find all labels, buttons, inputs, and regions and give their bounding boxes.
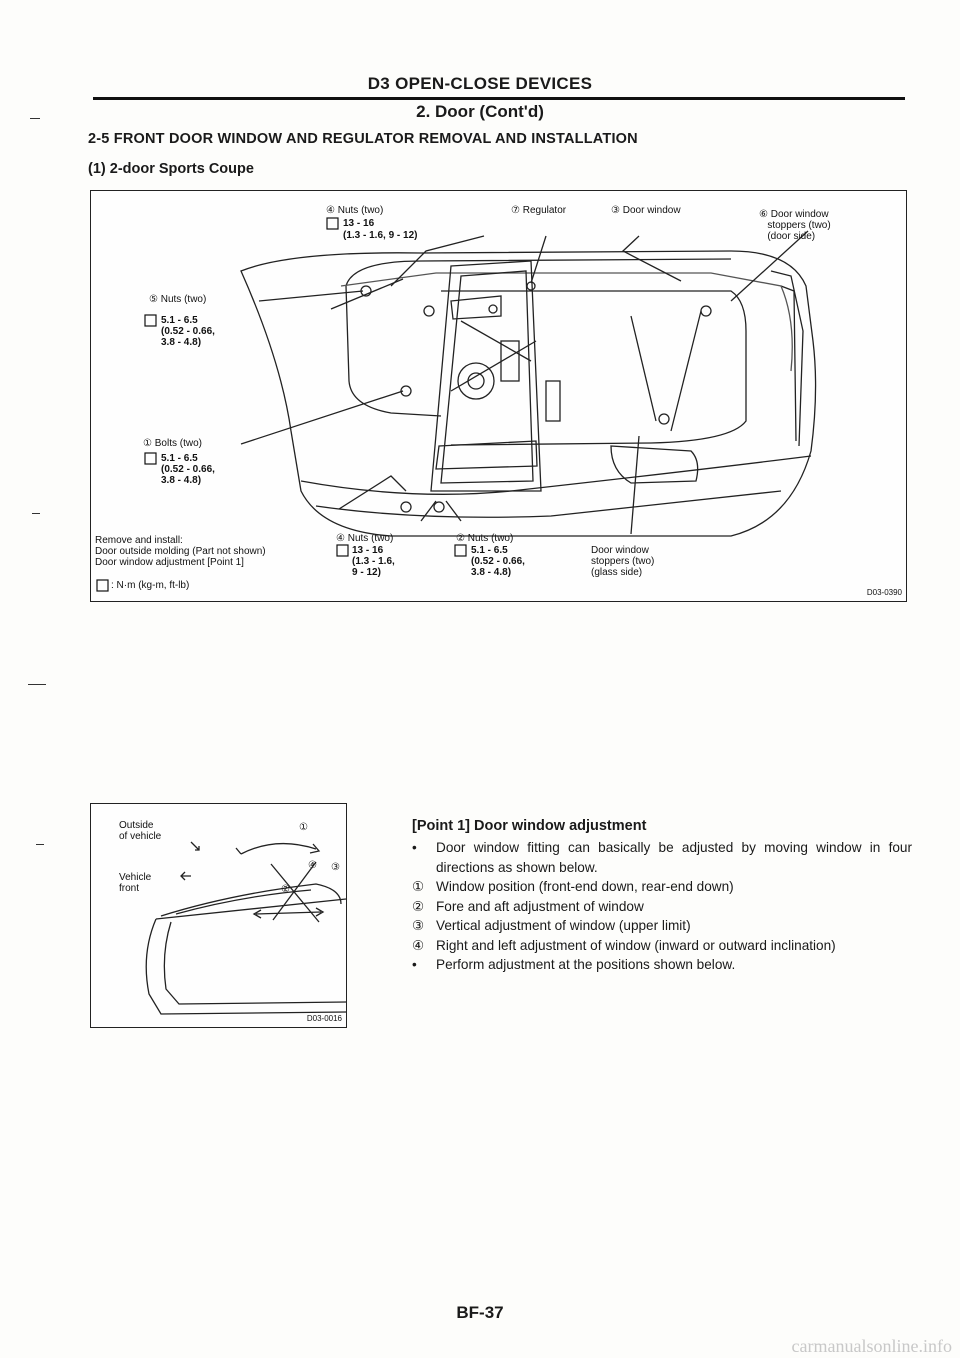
footer-watermark: carmanualsonline.info xyxy=(791,1336,952,1356)
direction-1-marker: ① xyxy=(299,822,308,833)
torque-2-label: 5.1 - 6.5 (0.52 - 0.66, 3.8 - 4.8) xyxy=(471,545,525,578)
direction-2-marker: ② xyxy=(281,884,290,895)
door-removal-figure: ④ Nuts (two) 13 - 16 (1.3 - 1.6, 9 - 12)… xyxy=(90,190,907,602)
procedure-heading: 2-5 FRONT DOOR WINDOW AND REGULATOR REMO… xyxy=(88,131,638,147)
door-diagram-drawing xyxy=(96,217,817,592)
torque-5-label: 5.1 - 6.5 (0.52 - 0.66, 3.8 - 4.8) xyxy=(161,315,215,348)
torque-4-top-alt-label: (1.3 - 1.6, 9 - 12) xyxy=(343,230,418,241)
torque-4-bottom-label: 13 - 16 (1.3 - 1.6, 9 - 12) xyxy=(352,545,395,578)
door-window-stoppers-door-side-label: ⑥ Door window stoppers (two) (door side) xyxy=(759,209,831,242)
outside-of-vehicle-label: Outside of vehicle xyxy=(119,820,162,842)
list-marker: • xyxy=(412,957,417,972)
model-subheading: (1) 2-door Sports Coupe xyxy=(88,161,254,177)
point-1-list: • Door window fitting can basically be a… xyxy=(412,838,912,975)
list-item-text: Vertical adjustment of window (upper lim… xyxy=(436,918,691,933)
regulator-label: ⑦ Regulator xyxy=(511,205,567,216)
torque-1-label: 5.1 - 6.5 (0.52 - 0.66, 3.8 - 4.8) xyxy=(161,453,215,486)
figure-code: D03-0390 xyxy=(866,588,902,597)
list-item-text: Perform adjustment at the positions show… xyxy=(436,957,736,972)
list-item: ④ Right and left adjustment of window (i… xyxy=(412,936,912,956)
list-item-text: Window position (front-end down, rear-en… xyxy=(436,879,734,894)
door-window-label: ③ Door window xyxy=(611,205,681,216)
list-marker: ④ xyxy=(412,937,425,953)
list-item: • Perform adjustment at the positions sh… xyxy=(412,955,912,975)
direction-4-marker: ④ xyxy=(308,860,317,871)
list-item: ① Window position (front-end down, rear-… xyxy=(412,877,912,897)
torque-unit-legend: : N·m (kg-m, ft-lb) xyxy=(111,580,190,591)
section-title: D3 OPEN-CLOSE DEVICES xyxy=(367,74,593,93)
list-marker: ② xyxy=(412,898,425,914)
figure-code: D03-0016 xyxy=(306,1014,342,1023)
margin-mark xyxy=(30,118,40,120)
adjustment-diagram-drawing xyxy=(145,841,346,1015)
door-window-stoppers-glass-side-label: Door window stoppers (two) (glass side) xyxy=(591,545,655,578)
list-item: ③ Vertical adjustment of window (upper l… xyxy=(412,916,912,936)
list-item: • Door window fitting can basically be a… xyxy=(412,838,912,877)
title-rule xyxy=(93,97,905,100)
sub-title: 2. Door (Cont'd) xyxy=(416,102,544,121)
bolts-1-label: ① Bolts (two) xyxy=(143,438,202,449)
margin-mark xyxy=(36,844,44,846)
point-1-title: [Point 1] Door window adjustment xyxy=(412,818,647,834)
page-number: BF-37 xyxy=(456,1303,504,1322)
torque-4-top-label: 13 - 16 xyxy=(343,218,375,229)
list-item-text: Right and left adjustment of window (inw… xyxy=(436,937,836,953)
vehicle-front-label: Vehicle front xyxy=(119,872,152,894)
list-item-text: Door window fitting can basically be adj… xyxy=(436,840,912,875)
nuts-5-label: ⑤ Nuts (two) xyxy=(149,294,207,305)
direction-3-marker: ③ xyxy=(331,862,340,873)
nuts-2-label: ② Nuts (two) xyxy=(456,533,514,544)
nuts-4-top-label: ④ Nuts (two) xyxy=(326,205,384,216)
list-item-text: Fore and aft adjustment of window xyxy=(436,898,644,914)
remove-install-note: Remove and install: Door outside molding… xyxy=(95,535,266,568)
list-marker: ③ xyxy=(412,918,425,933)
margin-mark xyxy=(28,684,46,686)
list-marker: • xyxy=(412,840,417,855)
list-marker: ① xyxy=(412,879,425,894)
list-item: ② Fore and aft adjustment of window xyxy=(412,897,912,917)
margin-mark xyxy=(32,513,40,515)
nuts-4-bottom-label: ④ Nuts (two) xyxy=(336,533,394,544)
window-adjustment-figure: Outside of vehicle Vehicle front ① ④ ③ ②… xyxy=(90,803,347,1028)
